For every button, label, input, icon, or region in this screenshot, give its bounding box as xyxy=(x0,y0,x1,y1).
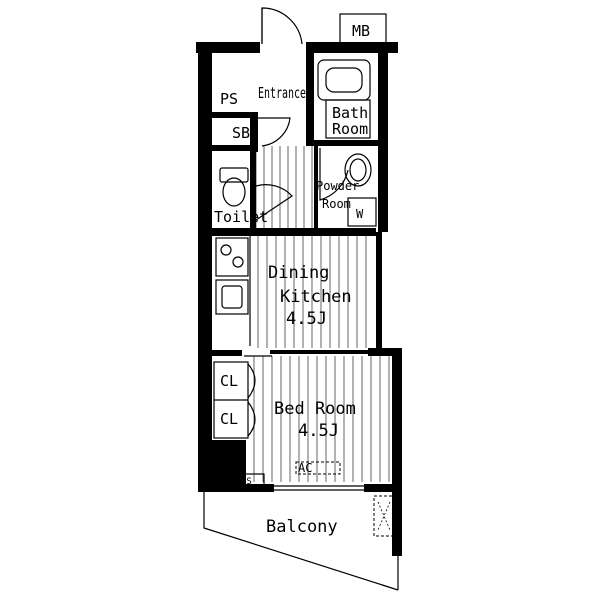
w-label: W xyxy=(356,207,364,221)
sink-icon xyxy=(344,153,372,187)
sb-label: SB xyxy=(232,124,250,142)
fixtures xyxy=(203,7,399,591)
stove-icon xyxy=(215,237,249,277)
bath-label-2: Room xyxy=(332,120,368,138)
kitchen-sink-icon xyxy=(215,279,249,315)
ps-bottom-box xyxy=(237,473,265,487)
cl-label-1: CL xyxy=(220,372,238,390)
washer-icon xyxy=(347,197,377,227)
bath-label-1: Bath xyxy=(332,104,368,122)
cl-label-2: CL xyxy=(220,410,238,428)
ac-label: AC xyxy=(298,461,312,475)
dk-size: 4.5J xyxy=(286,309,327,329)
balcony-label: Balcony xyxy=(266,517,338,537)
powder-label-2: Room xyxy=(322,197,351,211)
ps-top-label: PS xyxy=(220,90,238,108)
ac-box xyxy=(295,461,341,475)
labels: MB PS Entrance Bath Room SB Powder Room … xyxy=(214,22,370,537)
mb-label: MB xyxy=(352,22,370,40)
entrance-door-icon xyxy=(261,7,303,45)
toilet-label: Toilet xyxy=(214,208,268,226)
toilet-icon xyxy=(219,167,249,183)
floor-stripes xyxy=(253,146,390,482)
hatch-box xyxy=(373,495,395,537)
bed-size: 4.5J xyxy=(298,421,339,441)
bed-label: Bed Room xyxy=(274,399,356,419)
dk-label-1: Dining xyxy=(268,263,329,283)
dk-label-2: Kitchen xyxy=(280,287,352,307)
ps-bottom-label: PS xyxy=(241,477,252,487)
powder-label-1: Powder xyxy=(316,179,359,193)
entrance-label: Entrance xyxy=(258,84,306,102)
walls xyxy=(196,13,402,556)
